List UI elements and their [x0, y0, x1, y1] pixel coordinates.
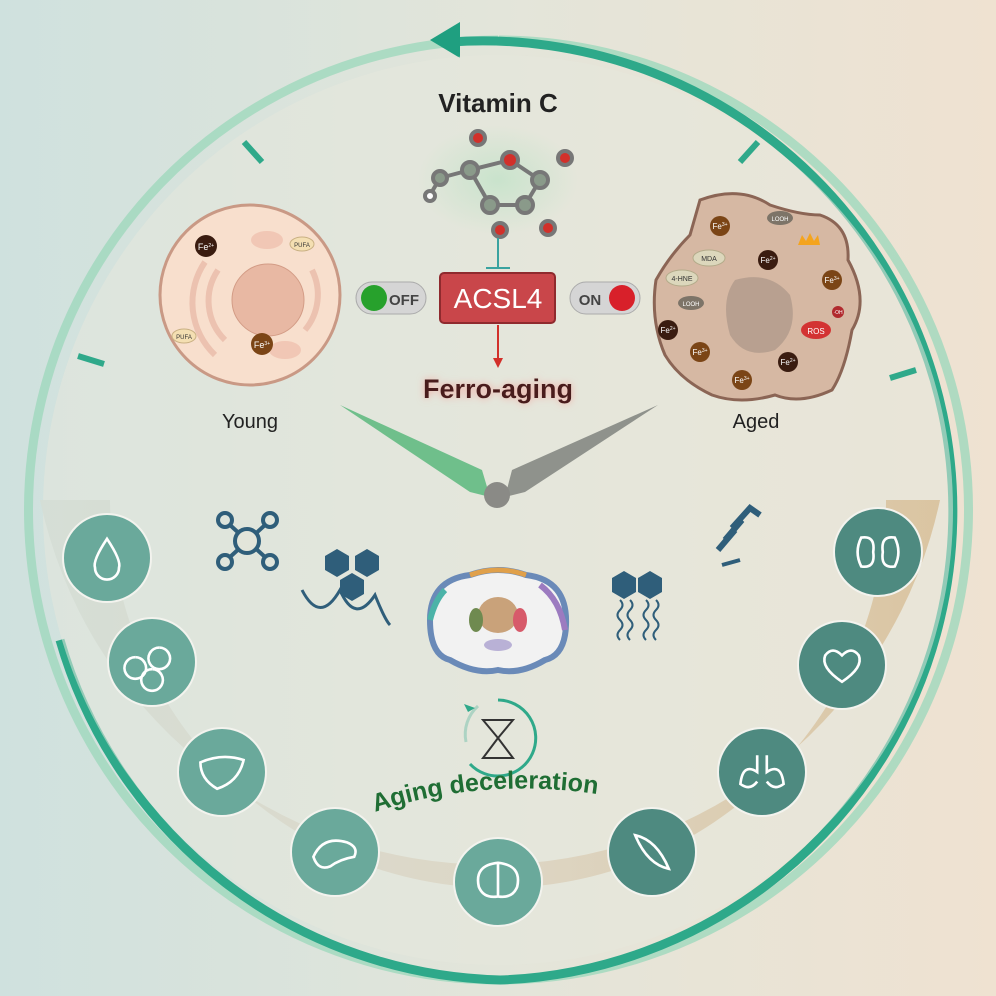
young-label: Young: [222, 411, 278, 433]
fe3-label: Fe3+: [254, 340, 270, 350]
on-switch: ON: [569, 281, 641, 315]
brain-section-icon: [426, 567, 570, 675]
organ-circle: [107, 617, 197, 707]
vitamin-c-title: Vitamin C: [438, 88, 558, 118]
heart-icon: [823, 649, 861, 684]
organ-icons: [62, 507, 923, 927]
lungs-icon: [739, 755, 785, 789]
looh-label: LOOH: [682, 302, 699, 308]
pufa-label: PUFA: [176, 335, 192, 341]
kidney-icon: [856, 535, 900, 569]
clock-hand-young: [340, 405, 490, 497]
nucleic-acid-icon: [300, 549, 392, 627]
acsl4-box: [439, 272, 556, 324]
on-label: ON: [579, 292, 602, 309]
organ-circle: [833, 507, 923, 597]
hourglass-icon: [463, 698, 538, 778]
vitamin-c-molecule-icon: [423, 129, 574, 239]
pancreas-icon: [311, 839, 357, 869]
clock-center: [484, 482, 510, 508]
aging-cycle-ring: [24, 22, 973, 985]
fe3-label: Fe3+: [824, 276, 839, 285]
fire-icon: [798, 233, 820, 245]
aged-cell: Fe3+ Fe2+ Fe3+ Fe2+ Fe3+ Fe2+ Fe3+ LOOH …: [652, 192, 862, 402]
fe3-label: Fe3+: [692, 348, 707, 357]
aged-label: Aged: [733, 411, 780, 433]
blood-drop-icon: [93, 536, 121, 581]
network-molecule-icon: [216, 511, 279, 571]
liver-icon: [199, 755, 246, 791]
organ-circle: [177, 727, 267, 817]
hne-label: 4-HNE: [671, 276, 692, 283]
ros-label: ROS: [807, 327, 824, 336]
off-switch: OFF: [355, 281, 427, 315]
fe2-label: Fe2+: [760, 256, 775, 265]
protein-helix-icon: [715, 504, 762, 567]
arrow-head-icon: [430, 22, 460, 58]
young-cell: Fe2+ Fe3+ PUFA PUFA: [158, 203, 342, 387]
mda-label: MDA: [701, 256, 717, 263]
oh-radical-label: ·OH: [833, 310, 843, 316]
organ-circle: [290, 807, 380, 897]
organ-circle: [607, 807, 697, 897]
ferro-aging-label: Ferro-aging: [423, 374, 573, 404]
looh-label: LOOH: [771, 217, 788, 223]
fe2-label: Fe2+: [780, 358, 795, 367]
organ-circle: [797, 620, 887, 710]
acsl4-label: ACSL4: [454, 283, 543, 314]
off-label: OFF: [389, 292, 419, 309]
phospholipid-icon: [612, 571, 662, 641]
clock-ticks: [77, 139, 917, 381]
fe2-label: Fe2+: [660, 326, 675, 335]
organ-circle: [62, 513, 152, 603]
pufa-label: PUFA: [294, 243, 310, 249]
arrow-down-icon: [493, 358, 503, 368]
brain-icon: [476, 861, 520, 899]
clock-hand-aged: [505, 405, 658, 497]
fe3-label: Fe3+: [712, 222, 727, 231]
blood-cells-icon: [123, 646, 172, 693]
organ-circle: [717, 727, 807, 817]
muscle-icon: [633, 833, 671, 871]
fe2-label: Fe2+: [198, 242, 214, 252]
fe3-label: Fe3+: [734, 376, 749, 385]
